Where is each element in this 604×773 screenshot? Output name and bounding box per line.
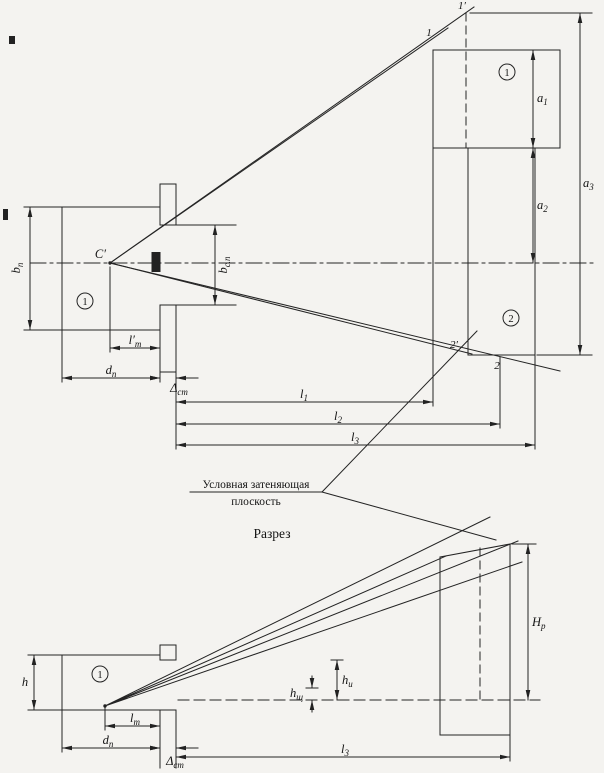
focal-point-label: C′ [95,247,106,261]
section-title: Разрез [253,526,290,541]
dim-label-h-sch: hщ [290,686,303,702]
dim-label-l1: l1 [300,387,308,403]
screen-zone-2-outline [467,147,536,356]
dim-label-H-r: Hр [531,615,546,631]
shading-plane-annotation: Условная затеняющая плоскость Разрез [189,330,497,541]
screen-section [439,543,511,736]
projector-housing-plan [61,206,161,331]
dim-label-l-t-section: lт [130,711,140,727]
scan-artifact [3,209,8,220]
point-1-label: 1 [426,27,432,39]
dim-label-h: h [22,675,28,689]
zone-badge-circle [76,292,94,310]
ray-upper-far [109,6,475,264]
dim-label-d-p-section: dп [103,733,114,749]
projector-housing-section [61,654,161,711]
front-wall-section [159,644,177,769]
shading-plane-label-line2: плоскость [231,496,280,508]
point-2-label: 2 [494,360,500,372]
room-zone-badge-section: 1 [97,670,102,681]
dim-label-h-i: hи [342,673,353,689]
dim-label-l3-section: l3 [341,742,349,758]
shading-plane-label-line1: Условная затеняющая [203,479,311,491]
dim-label-a2: a2 [537,198,548,214]
room-zone-badge-plan: 1 [82,297,87,308]
dim-label-l3-plan: l3 [351,430,359,446]
zone-badge-circle [498,63,516,81]
point-2-prime-label: 2′ [450,339,459,351]
dim-label-b-sp: bс.п [216,256,232,273]
section-view: h lт dп Δст l3 hи hщ Hр 1 [22,516,546,770]
dim-label-l-t-plan: l′т [129,333,142,349]
point-1-prime-label: 1′ [458,0,467,12]
screen-zone-2-badge: 2 [508,314,513,325]
dim-label-a3: a3 [583,176,594,192]
dim-label-l2: l2 [334,409,342,425]
projection-rays-section [104,516,523,707]
zone-badge-circle [91,665,109,683]
screen-zone-1-badge: 1 [504,68,509,79]
zone-badge-circle [502,309,520,327]
dim-label-d-p-plan: dп [106,363,117,379]
extension-lines-section [27,543,537,762]
front-wall-plan [159,183,177,450]
dim-label-delta-st-plan: Δст [169,381,188,397]
ray-lower-far [109,262,561,372]
dim-label-delta-st-section: Δст [165,754,184,770]
scan-artifact [9,36,15,44]
dim-label-b-p: bп [9,262,25,273]
plan-view: C′ bп bс.п l′т dп Δст l1 l2 l3 a1 a2 a3 … [9,0,595,450]
dim-label-a1: a1 [537,91,548,107]
lens-aperture [151,252,161,272]
extension-lines-plan [23,12,593,450]
leader-lines [189,330,497,541]
ray-lower-near [109,262,473,355]
